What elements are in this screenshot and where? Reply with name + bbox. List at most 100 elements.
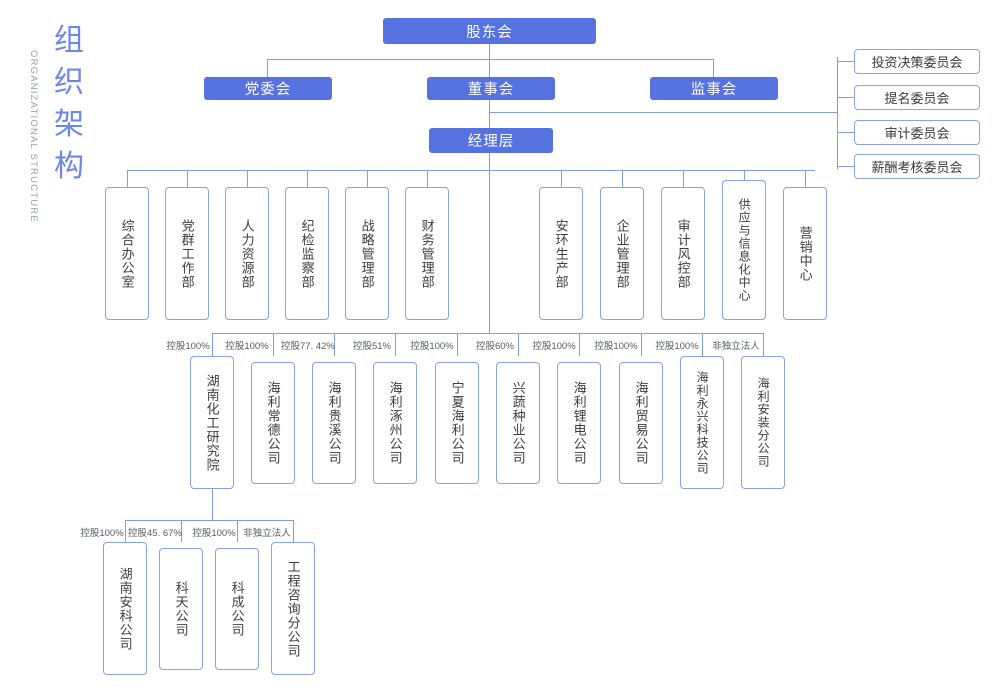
connector [805, 170, 806, 187]
node-investment-decision-committee[interactable]: 投资决策委员会 [854, 49, 980, 74]
node-label: 海利安装分公司 [756, 377, 771, 468]
node-shareholders[interactable]: 股东会 [383, 18, 596, 44]
node-human-resources-dept[interactable]: 人力资源部 [225, 187, 269, 320]
node-hunan-anke-company[interactable]: 湖南安科公司 [103, 542, 147, 675]
connector [489, 59, 490, 77]
node-label: 薪酬考核委员会 [871, 160, 963, 175]
node-label: 股东会 [466, 24, 513, 41]
stake-label: 控股100% [192, 528, 236, 539]
node-label: 综合办公室 [119, 218, 135, 289]
node-label: 海利常德公司 [265, 381, 281, 465]
node-general-office[interactable]: 综合办公室 [105, 187, 149, 320]
connector [395, 333, 396, 356]
connector [489, 112, 837, 113]
connector [334, 333, 335, 356]
connector [837, 57, 838, 169]
connector [489, 153, 490, 333]
node-label: 党委会 [244, 82, 292, 98]
connector [837, 61, 854, 62]
stake-label: 控股100% [225, 341, 269, 352]
node-party-mass-work-dept[interactable]: 党群工作部 [165, 187, 209, 320]
node-ketian-company[interactable]: 科天公司 [159, 548, 203, 670]
node-label: 审计风控部 [675, 218, 691, 289]
node-haili-guixi-company[interactable]: 海利贵溪公司 [312, 362, 356, 484]
node-audit-risk-control-dept[interactable]: 审计风控部 [661, 187, 705, 320]
stake-label: 控股100% [410, 341, 454, 352]
node-board-of-supervisors[interactable]: 监事会 [650, 77, 778, 100]
connector [212, 489, 213, 520]
node-safety-environment-production-dept[interactable]: 安环生产部 [539, 187, 583, 320]
page-title: 组织架构 [54, 24, 84, 183]
node-hunan-chemical-research-institute[interactable]: 湖南化工研究院 [190, 356, 234, 489]
node-haili-installation-branch[interactable]: 海利安装分公司 [741, 356, 785, 489]
connector [187, 170, 188, 187]
node-haili-zhuozhou-company[interactable]: 海利涿州公司 [373, 362, 417, 484]
connector [518, 333, 519, 356]
node-discipline-inspection-dept[interactable]: 纪检监察部 [285, 187, 329, 320]
connector [427, 170, 428, 187]
node-strategy-management-dept[interactable]: 战略管理部 [345, 187, 389, 320]
connector [127, 170, 815, 171]
connector [489, 100, 490, 128]
node-label: 经理层 [467, 134, 515, 150]
connector [267, 59, 268, 77]
connector [702, 333, 703, 356]
node-label: 财务管理部 [419, 218, 435, 289]
node-label: 湖南化工研究院 [204, 373, 220, 472]
node-label: 企业管理部 [614, 218, 630, 289]
node-label: 海利锂电公司 [571, 381, 587, 465]
node-ningxia-haili-company[interactable]: 宁夏海利公司 [435, 362, 479, 484]
node-engineering-consulting-branch[interactable]: 工程咨询分公司 [271, 542, 315, 675]
title-block: ORGANIZATIONAL STRUCTURE 组织架构 [28, 20, 108, 223]
node-party-committee[interactable]: 党委会 [204, 77, 332, 100]
node-label: 战略管理部 [359, 218, 375, 289]
node-finance-management-dept[interactable]: 财务管理部 [405, 187, 449, 320]
node-nomination-committee[interactable]: 提名委员会 [854, 85, 980, 110]
node-haili-trading-company[interactable]: 海利贸易公司 [619, 362, 663, 484]
node-board-of-directors[interactable]: 董事会 [427, 77, 555, 100]
node-kecheng-company[interactable]: 科成公司 [215, 548, 259, 670]
connector [267, 59, 713, 60]
node-label: 投资决策委员会 [871, 55, 963, 70]
node-label: 党群工作部 [179, 218, 195, 289]
connector [125, 520, 126, 542]
connector [127, 170, 128, 187]
node-enterprise-management-dept[interactable]: 企业管理部 [600, 187, 644, 320]
node-haili-yongxing-technology-company[interactable]: 海利永兴科技公司 [680, 356, 724, 489]
node-haili-lithium-battery-company[interactable]: 海利锂电公司 [557, 362, 601, 484]
node-label: 董事会 [467, 82, 515, 98]
node-label: 湖南安科公司 [117, 566, 133, 651]
node-haili-changde-company[interactable]: 海利常德公司 [251, 362, 295, 484]
connector [181, 520, 182, 542]
connector [561, 170, 562, 187]
page-subtitle-en: ORGANIZATIONAL STRUCTURE [28, 50, 39, 223]
stake-label: 非独立法人 [712, 341, 760, 352]
connector [212, 333, 763, 334]
node-label: 海利贵溪公司 [326, 381, 342, 465]
connector [307, 170, 308, 187]
node-label: 监事会 [690, 82, 738, 98]
node-audit-committee[interactable]: 审计委员会 [854, 120, 980, 145]
connector [367, 170, 368, 187]
stake-label: 控股100% [166, 341, 210, 352]
node-remuneration-committee[interactable]: 薪酬考核委员会 [854, 154, 980, 179]
node-label: 人力资源部 [239, 218, 255, 289]
node-label: 审计委员会 [884, 126, 950, 141]
connector [579, 333, 580, 356]
connector [763, 333, 764, 356]
connector [273, 333, 274, 356]
node-label: 提名委员会 [884, 91, 950, 106]
node-marketing-center[interactable]: 营销中心 [783, 187, 827, 320]
connector [837, 97, 854, 98]
node-supply-informatization-center[interactable]: 供应与信息化中心 [722, 180, 766, 320]
stake-label: 控股100% [594, 341, 638, 352]
node-management-layer[interactable]: 经理层 [429, 128, 553, 153]
connector [293, 520, 294, 542]
node-label: 海利贸易公司 [633, 381, 649, 465]
node-xingshu-seed-company[interactable]: 兴蔬种业公司 [496, 362, 540, 484]
connector [125, 520, 293, 521]
stake-label: 控股45. 67% [128, 528, 182, 539]
node-label: 宁夏海利公司 [449, 381, 465, 465]
stake-label: 控股100% [655, 341, 699, 352]
